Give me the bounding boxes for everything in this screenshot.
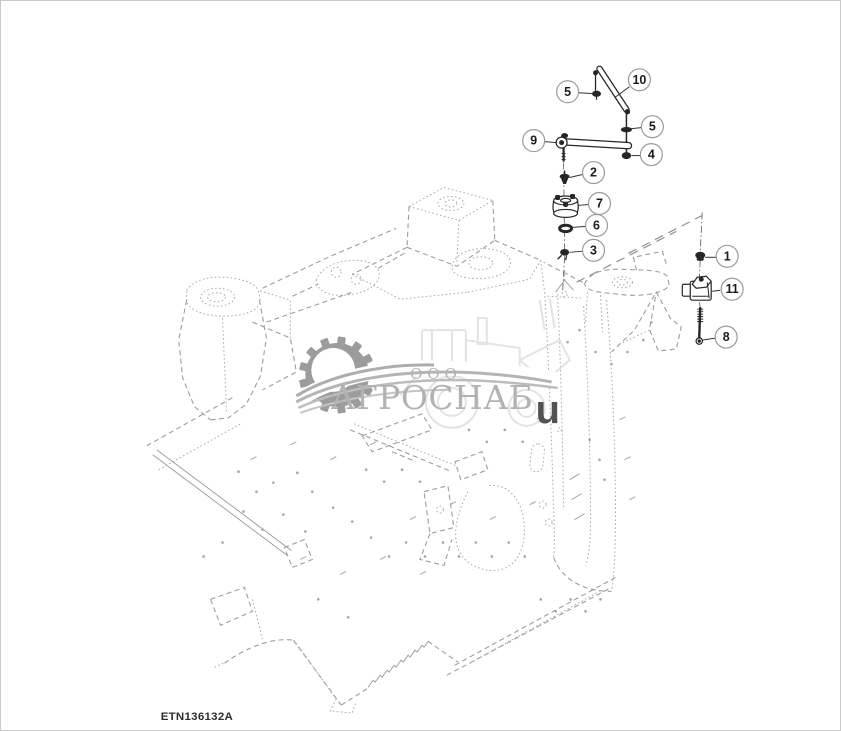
frame-bottom-rail (209, 576, 616, 714)
callout-8[interactable]: 8 (714, 325, 738, 349)
part-link-rod (593, 65, 631, 115)
part-stud (559, 170, 570, 184)
projection-line (576, 230, 677, 283)
callouts: 5 10 5 4 9 2 7 6 3 1 11 8 (522, 68, 744, 349)
watermark-swoosh (293, 360, 558, 414)
svg-text:11: 11 (726, 282, 739, 296)
part-lever-arm (555, 133, 633, 162)
frame-right-bracket (540, 250, 682, 353)
watermark-org-name: АГРОСНАБ (331, 378, 534, 417)
exploded-parts (552, 65, 713, 345)
centerline (698, 260, 701, 279)
svg-text:10: 10 (632, 73, 646, 87)
frame-mid-cluster (152, 413, 525, 572)
watermark-org-type: ООО (410, 365, 462, 383)
part-nut-sensor (695, 251, 706, 261)
svg-text:8: 8 (723, 330, 730, 344)
frame-left-bracket (178, 276, 297, 421)
svg-text:9: 9 (530, 134, 537, 148)
callout-7[interactable]: 7 (587, 191, 612, 216)
callout-6[interactable]: 6 (584, 213, 609, 237)
svg-text:4: 4 (648, 148, 655, 162)
centerline (699, 212, 703, 253)
part-clip (557, 249, 570, 261)
callout-3[interactable]: 3 (581, 238, 606, 262)
callout-9[interactable]: 9 (522, 129, 546, 153)
callout-1[interactable]: 1 (715, 244, 739, 268)
stray-overlay-char: u (536, 388, 560, 432)
callout-5-lower[interactable]: 5 (640, 115, 664, 139)
part-bolt (695, 307, 704, 345)
svg-text:5: 5 (649, 120, 656, 134)
part-washer-and-nut (620, 112, 632, 160)
centerline (562, 256, 566, 293)
frame-right-pillar (529, 292, 616, 592)
svg-text:2: 2 (590, 166, 597, 180)
svg-text:7: 7 (596, 196, 603, 210)
svg-text:3: 3 (590, 243, 597, 257)
part-washer (558, 223, 574, 234)
frame-round-bracket (451, 248, 511, 280)
callout-10[interactable]: 10 (627, 68, 651, 92)
svg-text:1: 1 (724, 249, 731, 263)
part-nut-upper (592, 90, 602, 100)
callout-11[interactable]: 11 (720, 277, 744, 301)
part-isolator (552, 193, 579, 219)
callout-4[interactable]: 4 (639, 143, 663, 167)
part-sensor (681, 275, 713, 301)
callout-5-upper[interactable]: 5 (556, 80, 580, 104)
svg-text:5: 5 (564, 85, 571, 99)
frame-tower (351, 186, 542, 300)
projection-line (628, 214, 703, 254)
figure-code: ETN136132A (161, 711, 233, 723)
centerline (698, 302, 701, 308)
frame-speckles (202, 320, 653, 619)
machine-frame-outline (146, 186, 682, 714)
callout-2[interactable]: 2 (581, 160, 606, 185)
frame-mount-point (547, 270, 584, 299)
watermark: ООО АГРОСНАБ u (293, 298, 571, 432)
frame-wing-plate (292, 251, 407, 297)
svg-text:6: 6 (593, 218, 600, 232)
leader-lines (544, 86, 721, 341)
